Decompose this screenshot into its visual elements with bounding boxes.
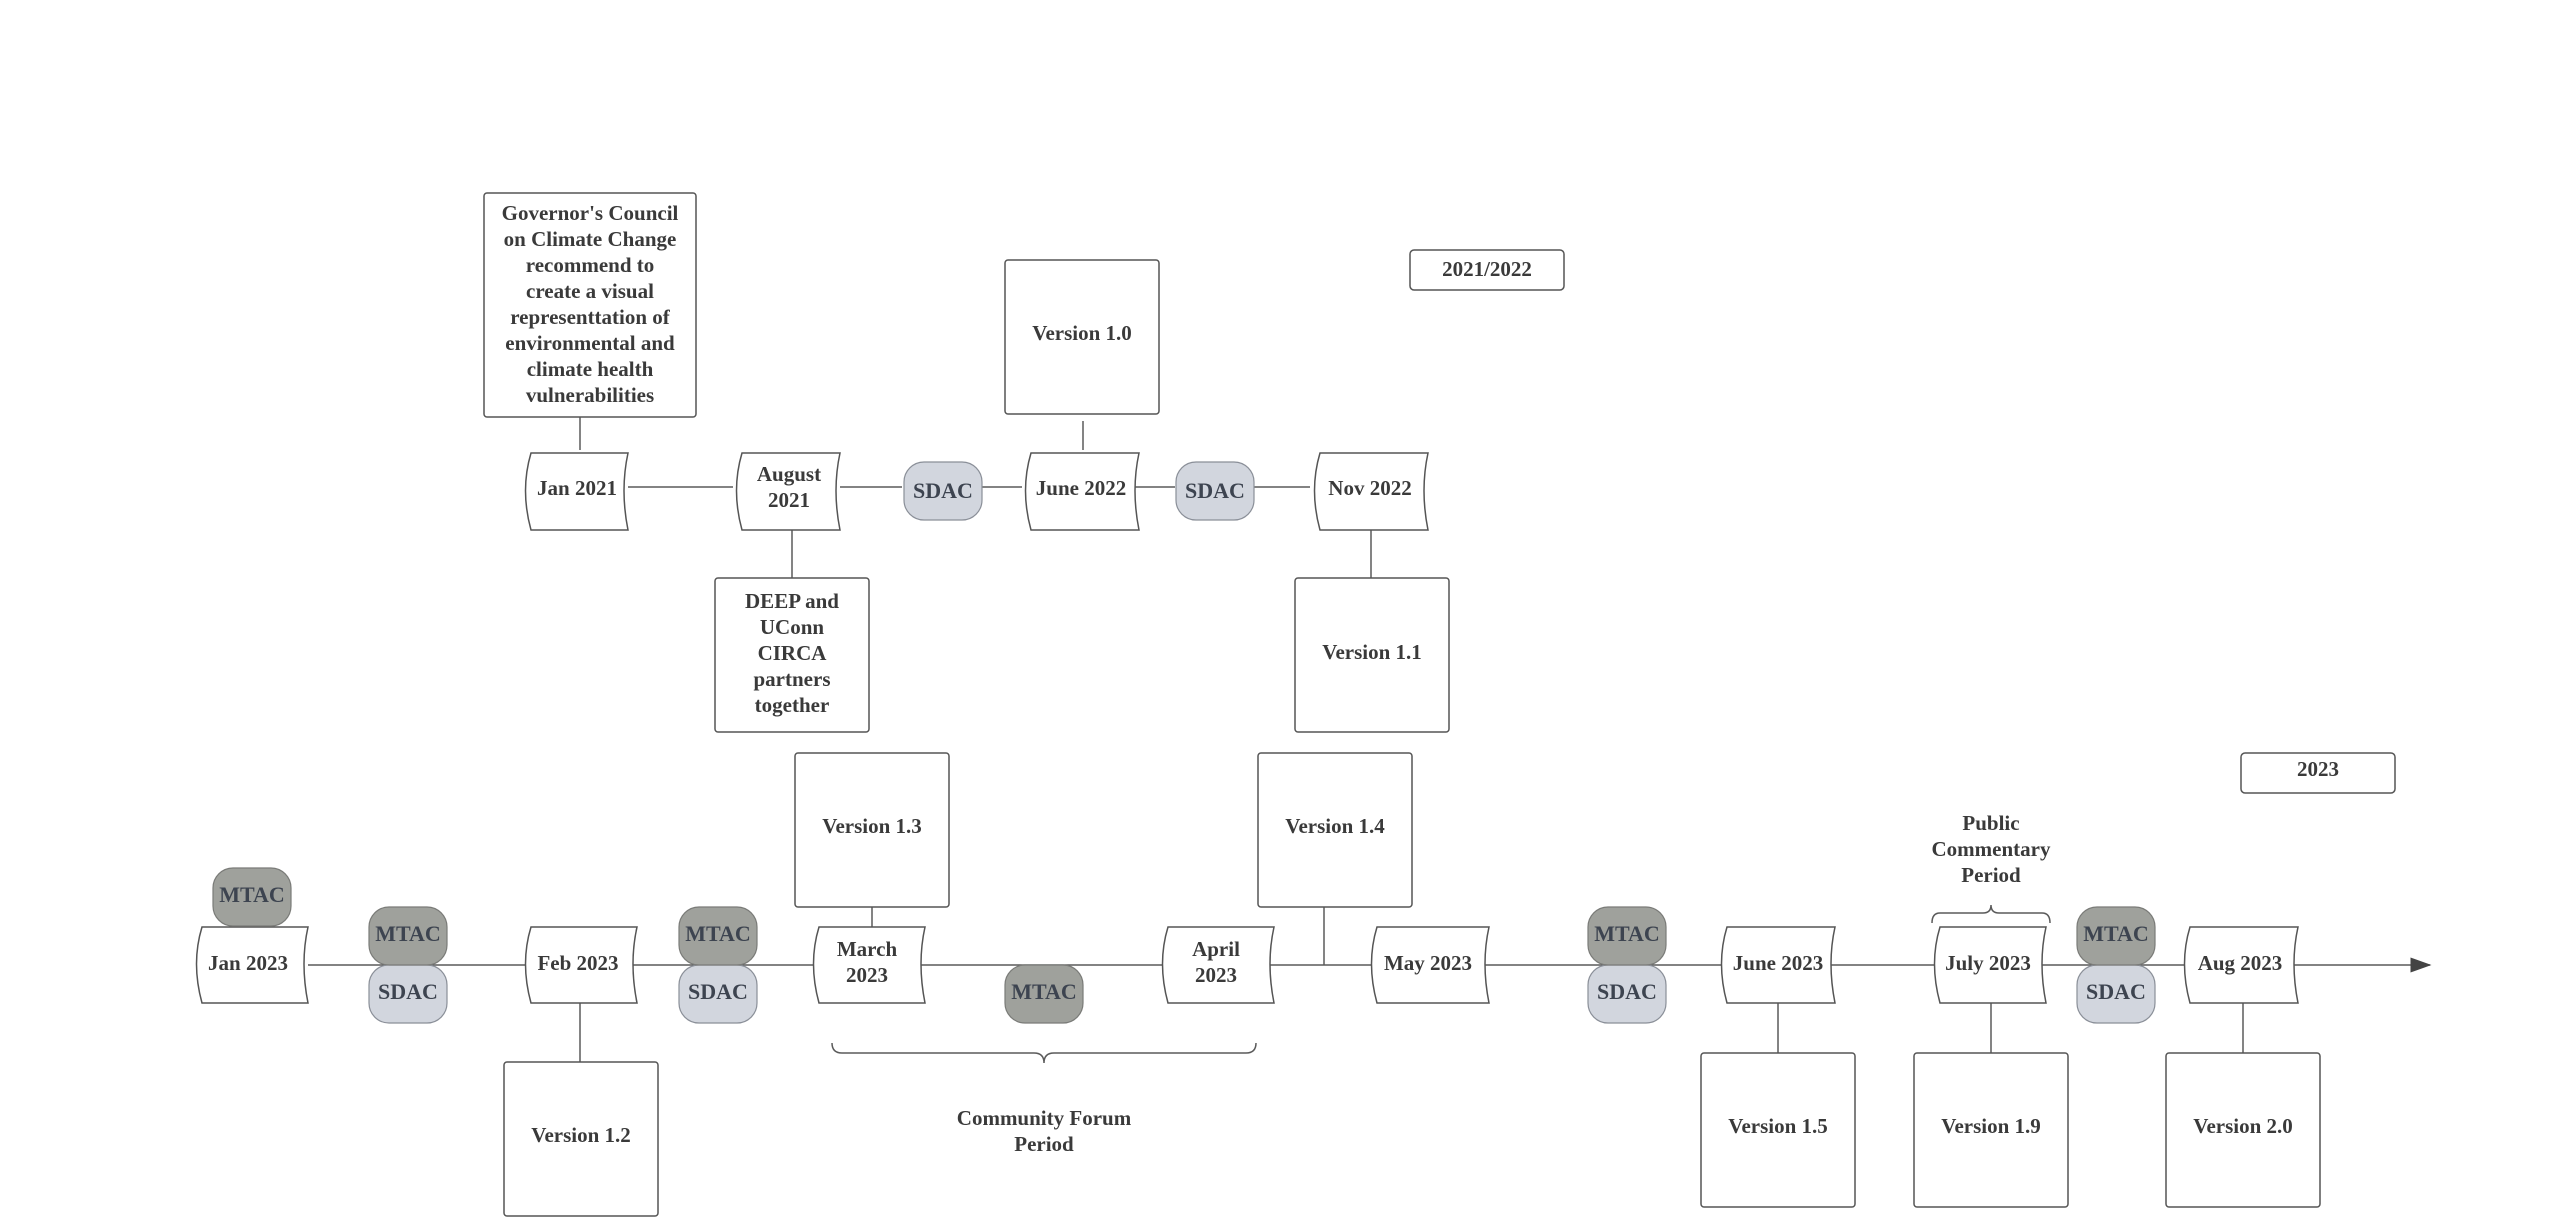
svg-text:June 2023: June 2023: [1733, 951, 1823, 975]
version-box-1-9: Version 1.9: [1913, 1052, 2069, 1208]
mtac-pill-community-forum: MTAC: [1004, 964, 1084, 1024]
svg-text:Feb 2023: Feb 2023: [537, 951, 618, 975]
date-node-jul-2023: July 2023: [1933, 926, 2047, 1004]
version-box-1-5: Version 1.5: [1700, 1052, 1856, 1208]
svg-text:MTAC: MTAC: [2083, 921, 2149, 946]
svg-text:UConn: UConn: [760, 615, 825, 639]
svg-text:SDAC: SDAC: [1597, 979, 1657, 1004]
svg-text:Jan 2023: Jan 2023: [208, 951, 288, 975]
governor-line-3: create a visual: [526, 279, 654, 303]
mtac-pill-jan-feb: [368, 906, 448, 966]
date-node-jun-2022: June 2022: [1024, 452, 1140, 531]
svg-text:MTAC: MTAC: [685, 921, 751, 946]
public-commentary-label: Public Commentary Period: [1932, 811, 2051, 887]
svg-text:April: April: [1192, 937, 1240, 961]
community-forum-brace: [831, 1042, 1257, 1064]
date-node-may-2023: May 2023: [1370, 926, 1490, 1004]
svg-text:Version 1.1: Version 1.1: [1322, 640, 1422, 664]
governor-line-4: representtation of: [510, 305, 671, 329]
year-tag-2021-2022: 2021/2022: [1409, 249, 1565, 291]
svg-text:MTAC: MTAC: [375, 921, 441, 946]
version-box-1-2: Version 1.2: [503, 1061, 659, 1217]
svg-text:Version 1.2: Version 1.2: [531, 1123, 631, 1147]
svg-text:SDAC: SDAC: [378, 979, 438, 1004]
svg-text:partners: partners: [754, 667, 831, 691]
svg-text:SDAC: SDAC: [913, 478, 973, 503]
mtac-sdac-stack-2: MTAC SDAC: [678, 906, 758, 1024]
svg-text:June 2022: June 2022: [1036, 476, 1126, 500]
governor-line-1: on Climate Change: [504, 227, 677, 251]
svg-text:Community Forum: Community Forum: [957, 1106, 1132, 1130]
version-box-1-0: Version 1.0: [1004, 259, 1160, 415]
svg-text:DEEP and: DEEP and: [745, 589, 839, 613]
svg-text:Version 1.9: Version 1.9: [1941, 1114, 2041, 1138]
svg-text:together: together: [755, 693, 830, 717]
date-node-mar-2023: March 2023: [812, 926, 926, 1004]
version-box-1-4: Version 1.4: [1257, 752, 1413, 908]
svg-text:2023: 2023: [2297, 757, 2339, 781]
mtac-sdac-stack-4: MTAC SDAC: [2076, 906, 2156, 1024]
svg-text:May 2023: May 2023: [1384, 951, 1472, 975]
svg-text:Period: Period: [1961, 863, 2021, 887]
date-node-jun-2023: June 2023: [1720, 926, 1836, 1004]
version-box-1-3: Version 1.3: [794, 752, 950, 908]
svg-text:SDAC: SDAC: [688, 979, 748, 1004]
mtac-sdac-stack-3: MTAC SDAC: [1587, 906, 1667, 1024]
svg-text:MTAC: MTAC: [219, 882, 285, 907]
svg-text:2021: 2021: [768, 488, 810, 512]
sdac-pill-2021: SDAC: [903, 461, 983, 521]
svg-text:2023: 2023: [1195, 963, 1237, 987]
mtac-pill-feb-mar: [678, 906, 758, 966]
svg-text:Aug 2023: Aug 2023: [2198, 951, 2283, 975]
svg-text:Nov 2022: Nov 2022: [1328, 476, 1411, 500]
version-box-1-1: Version 1.1: [1294, 577, 1450, 733]
svg-text:CIRCA: CIRCA: [758, 641, 828, 665]
svg-text:Version 1.5: Version 1.5: [1728, 1114, 1828, 1138]
mtac-pill-jul-aug: [2076, 906, 2156, 966]
svg-text:SDAC: SDAC: [1185, 478, 1245, 503]
governor-line-6: climate health: [527, 357, 654, 381]
governor-line-5: environmental and: [505, 331, 675, 355]
date-node-aug-2023: Aug 2023: [2183, 926, 2299, 1004]
date-node-jan-2023: Jan 2023: [195, 926, 309, 1004]
date-node-nov-2022: Nov 2022: [1313, 452, 1429, 531]
community-forum-label: Community Forum Period: [957, 1106, 1132, 1156]
governor-line-0: Governor's Council: [502, 201, 679, 225]
svg-text:2023: 2023: [846, 963, 888, 987]
date-node-apr-2023: April 2023: [1161, 926, 1275, 1004]
svg-text:Period: Period: [1014, 1132, 1074, 1156]
mtac-sdac-stack-1: MTAC SDAC: [368, 906, 448, 1024]
year-tag-2023: 2023: [2240, 752, 2396, 794]
svg-text:July 2023: July 2023: [1945, 951, 2031, 975]
governor-line-7: vulnerabilities: [526, 383, 654, 407]
public-commentary-brace: [1931, 904, 2051, 924]
governor-line-2: recommend to: [526, 253, 655, 277]
svg-text:Public: Public: [1962, 811, 2019, 835]
governor-note-box: Governor's Council on Climate Change rec…: [483, 192, 697, 418]
sdac-pill-2022: SDAC: [1175, 461, 1255, 521]
svg-text:MTAC: MTAC: [1594, 921, 1660, 946]
svg-text:MTAC: MTAC: [1011, 979, 1077, 1004]
svg-text:August: August: [757, 462, 821, 486]
date-node-jan-2021: Jan 2021: [524, 452, 629, 531]
svg-text:Jan 2021: Jan 2021: [537, 476, 617, 500]
svg-text:Commentary: Commentary: [1932, 837, 2051, 861]
version-box-2-0: Version 2.0: [2165, 1052, 2321, 1208]
svg-text:2021/2022: 2021/2022: [1442, 257, 1532, 281]
svg-text:Version 1.4: Version 1.4: [1285, 814, 1385, 838]
deep-note-box: DEEP and UConn CIRCA partners together: [714, 577, 870, 733]
svg-text:March: March: [837, 937, 898, 961]
svg-text:SDAC: SDAC: [2086, 979, 2146, 1004]
mtac-pill-jan-2023: MTAC: [212, 867, 292, 927]
mtac-pill-may-jun: [1587, 906, 1667, 966]
svg-text:Version 2.0: Version 2.0: [2193, 1114, 2293, 1138]
date-node-feb-2023: Feb 2023: [524, 926, 638, 1004]
svg-text:Version 1.3: Version 1.3: [822, 814, 922, 838]
svg-text:Version 1.0: Version 1.0: [1032, 321, 1132, 345]
date-node-aug-2021: August 2021: [735, 452, 841, 531]
